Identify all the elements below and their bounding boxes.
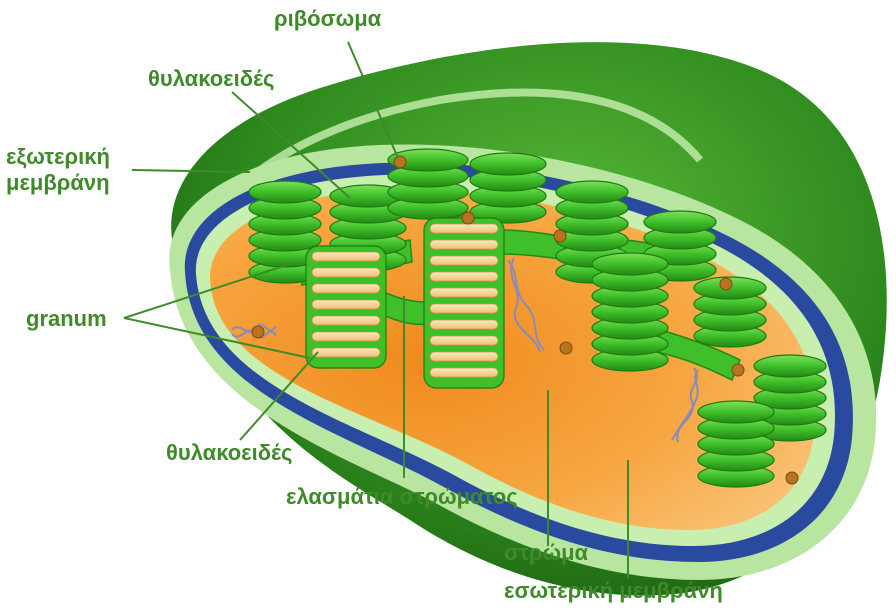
thylakoid-disc (249, 181, 321, 203)
thylakoid-lumen (430, 256, 498, 265)
thylakoid-disc (644, 211, 716, 233)
granum-cross-section (424, 218, 504, 388)
label-inner-membrane: εσωτερική μεμβράνη (504, 578, 723, 604)
thylakoid-lumen (430, 352, 498, 361)
label-stroma: στρώμα (504, 540, 588, 566)
thylakoid-lumen (312, 268, 380, 277)
label-stroma-lamellae: ελασμάτια στρώματος (286, 484, 518, 510)
thylakoid-disc (754, 355, 826, 377)
thylakoid-lumen (430, 336, 498, 345)
label-granum: granum (26, 306, 107, 332)
thylakoid-lumen (312, 284, 380, 293)
granum-stack (470, 153, 546, 223)
thylakoid-lumen (312, 316, 380, 325)
thylakoid-lumen (312, 348, 380, 357)
label-outer-membrane: εξωτερική μεμβράνη (6, 144, 110, 196)
thylakoid-lumen (430, 288, 498, 297)
thylakoid-lumen (312, 252, 380, 261)
thylakoid-lumen (312, 332, 380, 341)
label-outer-membrane-line2: μεμβράνη (6, 170, 110, 196)
thylakoid-lumen (430, 304, 498, 313)
thylakoid-lumen (430, 272, 498, 281)
label-ribosome: ριβόσωμα (274, 6, 381, 32)
granum-stack (592, 253, 668, 371)
granum-cross-section (306, 246, 386, 368)
thylakoid-lumen (430, 368, 498, 377)
thylakoid-lumen (430, 224, 498, 233)
thylakoid-lumen (430, 320, 498, 329)
thylakoid-lumen (430, 240, 498, 249)
thylakoid-lumen (312, 300, 380, 309)
label-outer-membrane-line1: εξωτερική (6, 144, 110, 170)
thylakoid-disc (470, 153, 546, 175)
thylakoid-disc (592, 253, 668, 275)
thylakoid-disc (698, 401, 774, 423)
thylakoid-disc (556, 181, 628, 203)
label-thylakoid-bottom: θυλακοειδές (166, 440, 292, 466)
granum-stack (698, 401, 774, 487)
label-thylakoid-top: θυλακοειδές (148, 66, 274, 92)
